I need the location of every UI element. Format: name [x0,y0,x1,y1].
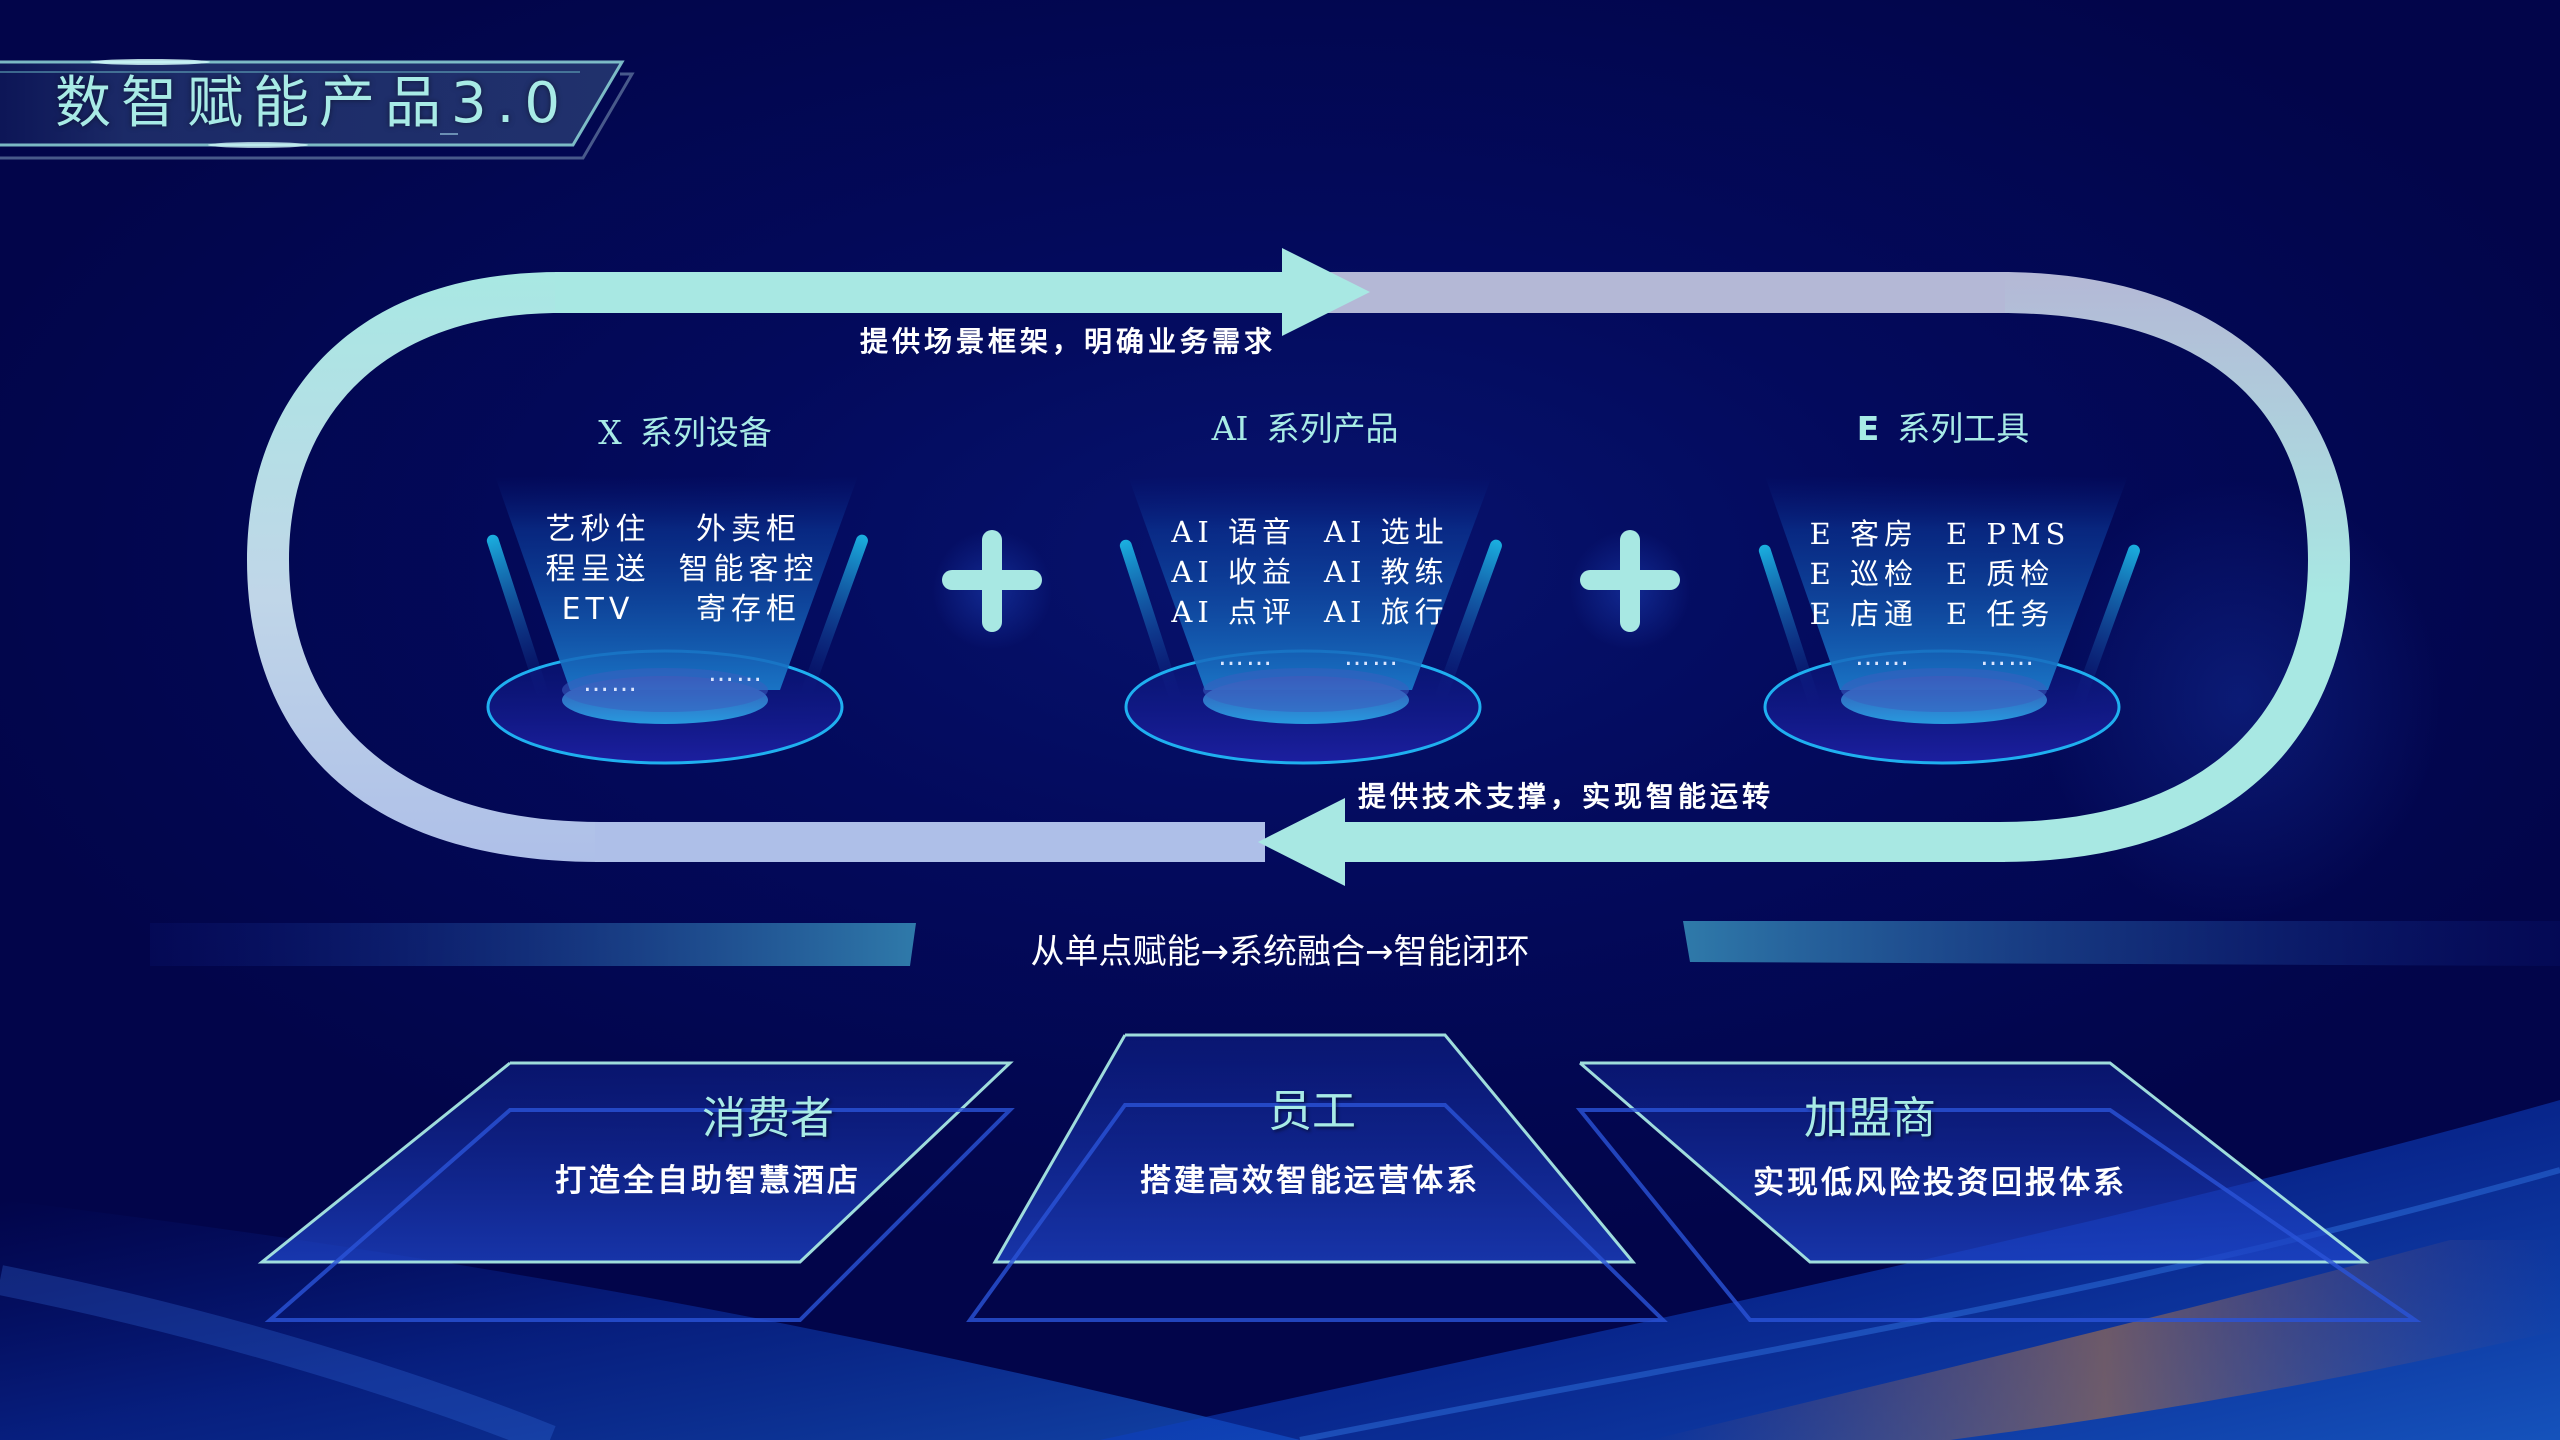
bottom-flow-label: 提供技术支撑，实现智能运转 [1358,780,1775,813]
series-items-x: 艺秒住 外卖柜 程呈送 智能客控 ETV 寄存柜 [546,512,819,628]
list-item: AI 旅行 [1324,595,1449,629]
series-title-ai: AI 系列产品 [1212,402,1399,450]
series-name: 系列产品 [1266,409,1399,448]
top-flow-label: 提供场景框架，明确业务需求 [860,325,1277,358]
series-title-e: E 系列工具 [1857,402,2030,450]
list-item: AI 教练 [1324,555,1449,589]
plus-icon [1580,530,1680,632]
more-indicator: …… [1855,642,1911,672]
more-indicator: …… [1980,642,2036,672]
platform-e-series [1758,476,2140,765]
summary-bar-right [1683,921,2560,966]
list-item: 程呈送 [545,552,651,587]
list-item: E PMS [1945,517,2071,551]
summary-text: 从单点赋能→系统融合→智能闭环 [1030,932,1530,972]
list-item: 外卖柜 [696,512,801,547]
list-item: AI 语音 [1171,515,1296,549]
list-item: E 质检 [1945,557,2055,591]
audience-title-employee: 员工 [1268,1086,1356,1137]
more-indicator: …… [1218,642,1274,672]
series-name: 系列工具 [1897,409,2030,448]
audience-desc-consumer: 打造全自助智慧酒店 [555,1163,861,1199]
audience-card-employee-shape [966,1033,1668,1322]
list-item: E 店通 [1809,597,1918,631]
title-banner [0,59,635,160]
series-items-e: E 客房 E PMS E 巡检 E 质检 E 店通 E 任务 [1810,516,2071,632]
arrow-right-icon [1282,248,1370,336]
audience-desc-employee: 搭建高效智能运营体系 [1140,1163,1480,1199]
plus-icon [942,530,1042,632]
list-item: 智能客控 [678,552,819,587]
list-item: AI 点评 [1171,595,1296,629]
cycle-loop [247,248,2350,886]
more-indicator: …… [583,668,639,698]
list-item: AI 收益 [1171,555,1296,589]
page-title: 数智赋能产品3.0 [55,71,571,136]
platform-x-series [486,476,868,765]
list-item: ETV [561,592,635,627]
series-prefix: E [1856,409,1880,448]
series-items-ai: AI 语音 AI 选址 AI 收益 AI 教练 AI 点评 AI 旅行 [1171,514,1448,630]
list-item: E 任务 [1945,597,2055,631]
summary-bar-left [150,923,916,966]
list-item: E 巡检 [1809,557,1918,591]
series-name: 系列设备 [639,413,772,452]
list-item: AI 选址 [1324,515,1449,549]
audience-card-consumer-shape [257,1061,1015,1322]
platform-ai-series [1119,476,1502,765]
series-prefix: AI [1211,409,1249,448]
audience-title-consumer: 消费者 [702,1093,834,1144]
audience-card-franchisee-shape [1575,1061,2422,1322]
series-prefix: X [598,413,622,452]
list-item: E 客房 [1809,517,1918,551]
series-title-x: X 系列设备 [598,406,772,454]
list-item: 寄存柜 [696,592,801,627]
more-indicator: …… [708,658,764,688]
audience-desc-franchisee: 实现低风险投资回报体系 [1753,1165,2127,1201]
list-item: 艺秒住 [545,512,651,547]
audience-title-franchisee: 加盟商 [1804,1093,1936,1144]
more-indicator: …… [1344,642,1400,672]
